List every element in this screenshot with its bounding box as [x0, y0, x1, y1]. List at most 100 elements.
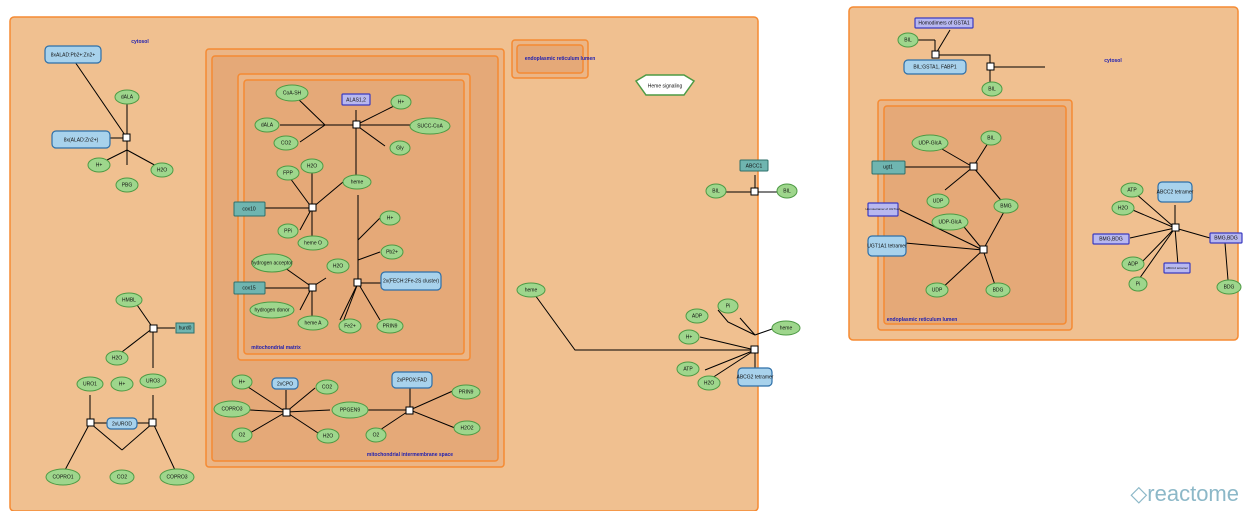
mito-ims-label: mitochondrial intermembrane space [367, 452, 453, 458]
node-hdon[interactable]: hydrogen donor [249, 301, 295, 319]
node-hacc[interactable]: hydrogen acceptor [251, 253, 293, 273]
node-uro3[interactable]: URO3 [139, 373, 167, 389]
er-inner [516, 44, 584, 74]
node-ugt[interactable]: ugt1 [871, 160, 906, 175]
node-heme-signaling[interactable]: Heme signaling [634, 74, 696, 96]
node-ugt-set[interactable]: Homotetramer of UGT1A1 [865, 202, 901, 217]
node-ppo[interactable]: 2xPPOX:FAD [391, 371, 433, 389]
node-copro3[interactable]: COPRO3 [159, 468, 195, 486]
node-hplus-5[interactable]: H+ [231, 374, 253, 390]
node-udp-2[interactable]: UDP [925, 282, 949, 298]
node-udpgla-2[interactable]: UDP-GlcA [931, 213, 969, 231]
node-heme-1[interactable]: heme [342, 174, 372, 190]
node-bmg-1[interactable]: BMG [993, 198, 1019, 214]
node-co2-2[interactable]: CO2 [273, 135, 299, 151]
node-ppi[interactable]: PPi [277, 223, 299, 239]
node-h2o-3[interactable]: H2O [300, 158, 324, 174]
node-h2o-4[interactable]: H2O [326, 258, 350, 274]
svg-text:BIL:GSTA1, FABP1: BIL:GSTA1, FABP1 [913, 64, 956, 70]
node-alad-zn[interactable]: 8x(ALAD:Zn2+) [51, 130, 111, 149]
node-prin9-1[interactable]: PRIN9 [376, 318, 404, 334]
node-atp-1[interactable]: ATP [676, 361, 700, 377]
node-urod-tag[interactable]: hurd0 [175, 322, 195, 334]
svg-text:UDP-GlcA: UDP-GlcA [938, 219, 962, 225]
node-pi-1[interactable]: Pi [717, 298, 739, 314]
svg-text:ATP: ATP [1127, 187, 1137, 193]
node-dala-1[interactable]: dALA [114, 89, 140, 105]
node-o2-1[interactable]: O2 [231, 427, 253, 443]
svg-text:H2O: H2O [323, 433, 333, 439]
node-bil-3[interactable]: BIL [897, 32, 919, 48]
node-h2o-1[interactable]: H2O [150, 162, 174, 178]
node-bil-2[interactable]: BIL [776, 183, 798, 199]
node-hplus-3[interactable]: H+ [390, 94, 412, 110]
node-cpo[interactable]: 2xCPO [271, 377, 299, 390]
node-hmbl[interactable]: HMBL [115, 292, 143, 308]
node-prin9-2[interactable]: PRIN9 [451, 384, 481, 400]
node-bilg[interactable]: BIL:GSTA1, FABP1 [903, 59, 967, 75]
node-copro1[interactable]: COPRO1 [45, 468, 81, 486]
node-abcc2[interactable]: ABCC2 tetramer [1157, 181, 1194, 203]
node-hemea[interactable]: heme A [297, 315, 329, 331]
node-dala-2[interactable]: dALA [254, 117, 280, 133]
node-bdg-2[interactable]: BDG [1216, 279, 1242, 295]
node-heme-2[interactable]: heme [516, 282, 546, 298]
svg-text:hydrogen acceptor: hydrogen acceptor [251, 260, 293, 266]
node-hplus-2[interactable]: H+ [110, 376, 134, 392]
node-h2o-2[interactable]: H2O [105, 350, 129, 366]
node-co2-1[interactable]: CO2 [109, 469, 135, 485]
node-cox15[interactable]: cox15 [233, 281, 266, 295]
node-abcc2-set[interactable]: ABCC2 tetramer [1163, 262, 1191, 274]
node-succ[interactable]: SUCC-CoA [409, 117, 451, 135]
node-bil-4[interactable]: BIL [981, 81, 1003, 97]
node-uro1[interactable]: URO1 [76, 376, 104, 392]
node-fe2[interactable]: Fe2+ [338, 318, 362, 334]
node-pi-2[interactable]: Pi [1128, 276, 1148, 292]
node-gst[interactable]: Homodimers of GSTA1 [914, 17, 974, 29]
node-coash[interactable]: CoA-SH [275, 84, 309, 102]
node-hplus-1[interactable]: H+ [87, 157, 111, 173]
node-bdg-1[interactable]: BDG [985, 282, 1011, 298]
node-udp-1[interactable]: UDP [926, 193, 950, 209]
node-h2o2b[interactable]: H2O2 [453, 420, 481, 436]
node-atp-2[interactable]: ATP [1120, 182, 1144, 198]
node-adp-1[interactable]: ADP [685, 308, 709, 324]
node-h2o-6[interactable]: H2O [697, 375, 721, 391]
node-heme-3[interactable]: heme [771, 320, 801, 336]
node-bil-5[interactable]: BIL [980, 130, 1002, 146]
svg-text:PRIN9: PRIN9 [459, 389, 474, 395]
svg-text:H2O: H2O [704, 380, 714, 386]
node-alas12[interactable]: ALAS1,2 [341, 93, 371, 106]
node-hplus-4[interactable]: H+ [379, 210, 401, 226]
node-hemeo[interactable]: heme O [297, 235, 329, 251]
node-o2-2[interactable]: O2 [365, 427, 387, 443]
node-bmgbdg-1[interactable]: BMG,BDG [1092, 233, 1130, 245]
node-udpgla-1[interactable]: UDP-GlcA [911, 134, 949, 152]
node-pbg[interactable]: PBG [115, 177, 139, 193]
node-adp-2[interactable]: ADP [1121, 256, 1145, 272]
svg-text:cox10: cox10 [242, 206, 256, 212]
svg-text:H+: H+ [387, 215, 394, 221]
node-pb2[interactable]: Pb2+ [380, 244, 404, 260]
node-fpp[interactable]: FPP [276, 165, 300, 181]
node-gly[interactable]: Gly [389, 140, 411, 156]
cytosol-right-label: cytosol [1104, 58, 1122, 64]
node-copro3b[interactable]: COPRO3 [213, 400, 251, 418]
node-h2o-5[interactable]: H2O [316, 428, 340, 444]
svg-text:cox15: cox15 [242, 285, 256, 291]
node-bil-1[interactable]: BIL [705, 183, 727, 199]
svg-text:heme A: heme A [305, 320, 323, 326]
node-urod2[interactable]: 2xUROD [106, 417, 138, 430]
node-bmgbdg-2[interactable]: BMG,BDG [1209, 232, 1243, 244]
svg-text:H2O: H2O [112, 355, 122, 361]
node-abcg2[interactable]: ABCG2 tetramer [737, 367, 774, 387]
node-pprgn9[interactable]: PPGEN9 [331, 401, 369, 419]
node-ugt1a1[interactable]: UGT1A1 tetramer [867, 235, 907, 257]
node-alad-pb[interactable]: 8xALAD:Pb2+:Zn2+ [44, 45, 102, 64]
node-hplus-6[interactable]: H+ [678, 329, 700, 345]
node-cox10[interactable]: cox10 [233, 201, 266, 217]
node-h2o-7[interactable]: H2O [1111, 200, 1135, 216]
node-abcc1[interactable]: ABCC1 [739, 159, 769, 172]
node-fech[interactable]: 2x(FECH:2Fe-2S cluster) [380, 271, 442, 291]
node-co2-3[interactable]: CO2 [315, 379, 339, 395]
